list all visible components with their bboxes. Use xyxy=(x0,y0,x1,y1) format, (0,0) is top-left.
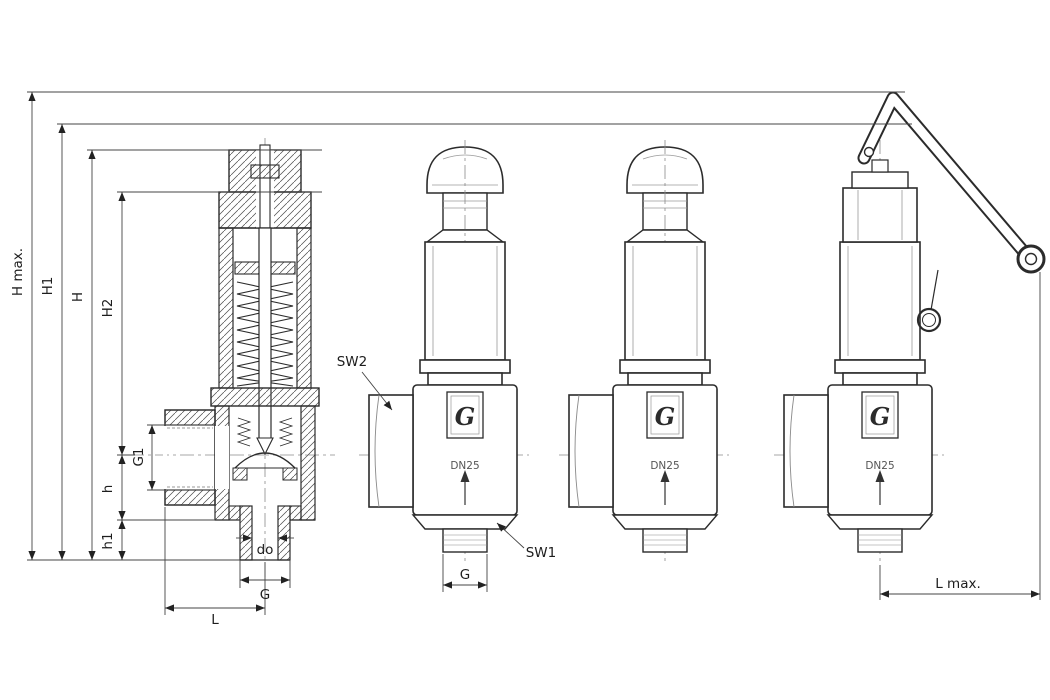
valve-front-view-2 xyxy=(558,139,730,563)
dim-label-h1-small: h1 xyxy=(100,532,116,549)
dim-label-g1: G1 xyxy=(131,447,147,466)
valve-front-view-1 xyxy=(358,139,530,563)
label-sw2: SW2 xyxy=(337,354,368,370)
dim-label-h-cap: H xyxy=(70,292,86,302)
dim-label-h-small: h xyxy=(100,485,116,494)
dim-label-do: do xyxy=(257,542,274,558)
dim-label-h1-cap: H1 xyxy=(40,277,56,296)
dim-label-g-valve1: G xyxy=(260,587,270,603)
dimension-lines xyxy=(27,91,1041,615)
label-sw1: SW1 xyxy=(526,545,557,561)
dim-label-h-max: H max. xyxy=(10,248,26,296)
valve-section-view xyxy=(130,138,335,578)
dim-label-l: L xyxy=(211,612,219,628)
dim-label-g-valve2: G xyxy=(460,567,470,583)
valve-lever-view xyxy=(773,91,1046,563)
test-lever xyxy=(857,91,1046,333)
dim-label-h2-cap: H2 xyxy=(100,299,116,318)
dimension-labels: H max. H1 H H2 G1 h h1 do G L SW2 SW1 G … xyxy=(10,248,981,628)
dim-label-l-max: L max. xyxy=(935,576,981,592)
